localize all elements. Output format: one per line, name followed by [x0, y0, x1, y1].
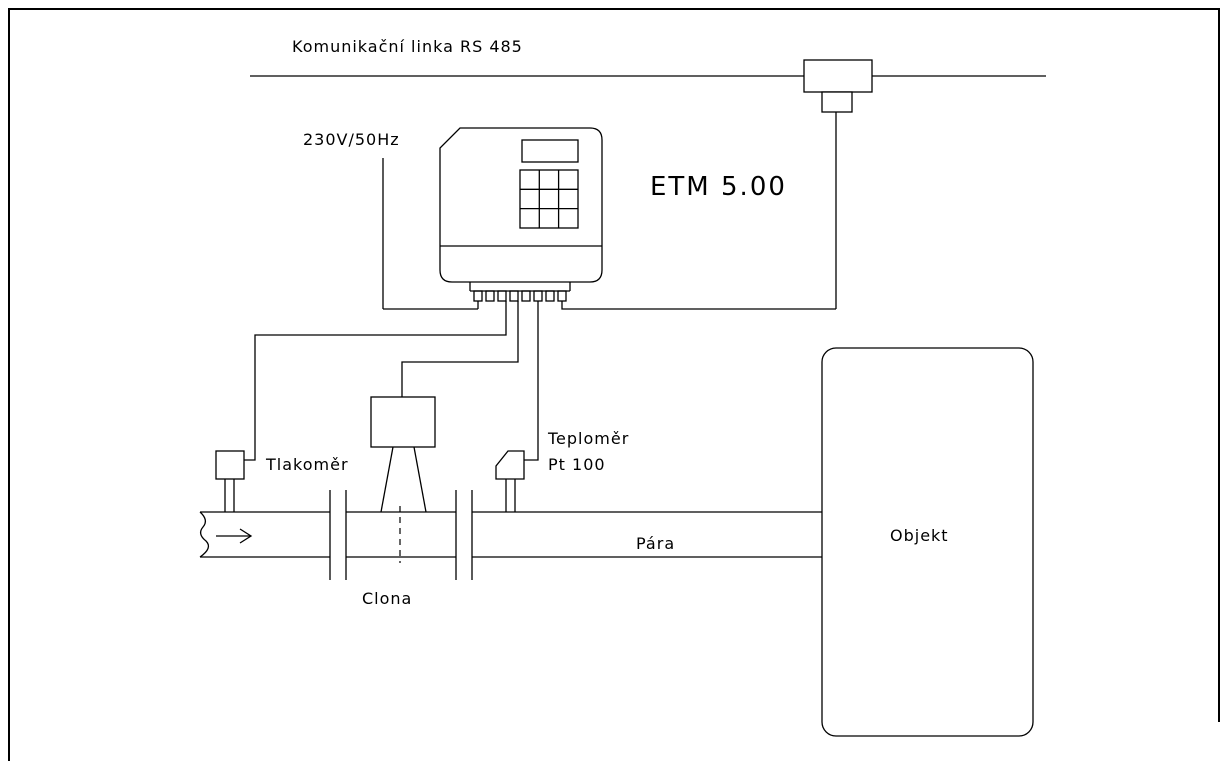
- transmitter-cable: [401, 301, 519, 397]
- thermometer: [495, 450, 525, 512]
- device-label: ETM 5.00: [650, 172, 787, 202]
- medium-label: Pára: [636, 534, 675, 553]
- rs485-bus-label: Komunikační linka RS 485: [292, 37, 523, 56]
- differential-pressure-transmitter: [370, 396, 436, 513]
- steam-pipe: [199, 511, 822, 558]
- device-terminals: [469, 282, 571, 302]
- device-keypad: [519, 169, 579, 229]
- bus-t-connector: [565, 59, 873, 310]
- pressure-gauge: [215, 450, 245, 512]
- etm-device: [439, 127, 603, 302]
- bus-terminal-lead: [561, 301, 565, 310]
- drawing-frame: [8, 8, 1220, 761]
- power-label: 230V/50Hz: [303, 130, 400, 149]
- orifice-flanges: [329, 490, 473, 580]
- thermometer-label-line1: Teploměr: [547, 429, 629, 448]
- object-label: Objekt: [890, 526, 949, 545]
- pressure-gauge-cable: [244, 301, 507, 461]
- device-display: [521, 139, 579, 163]
- thermometer-label-line2: Pt 100: [548, 455, 606, 474]
- object-block: [821, 347, 1034, 737]
- pressure-gauge-label: Tlakoměr: [265, 455, 349, 474]
- orifice-label: Clona: [362, 589, 412, 608]
- pipe-break-mark: [199, 511, 210, 558]
- flow-direction-arrow: [216, 528, 253, 544]
- thermometer-cable: [524, 301, 539, 461]
